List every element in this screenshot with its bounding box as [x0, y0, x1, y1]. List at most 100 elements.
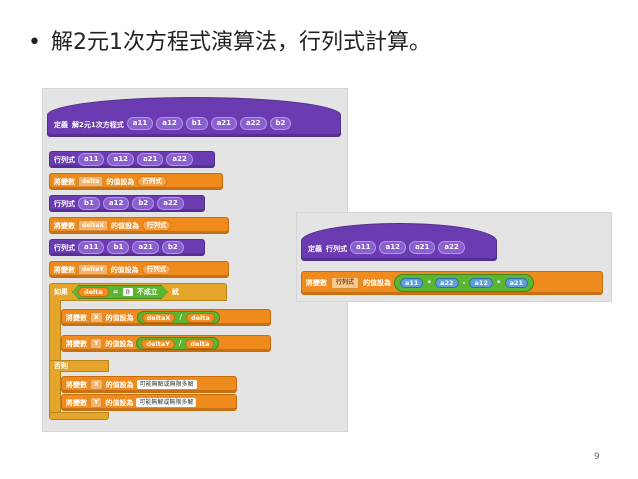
- divide-symbol: /: [179, 313, 182, 321]
- arg-a11[interactable]: a11: [78, 241, 105, 254]
- arg-a22[interactable]: a22: [157, 197, 184, 210]
- page-number: 9: [594, 452, 600, 462]
- call-determinant-block[interactable]: 行列式 b1 a12 b2 a22: [49, 195, 205, 212]
- if-else-left-arm-bottom: [49, 371, 61, 413]
- variable-dropdown[interactable]: Y: [90, 397, 103, 408]
- call-determinant-block[interactable]: 行列式 a11 a12 a21 a22: [49, 151, 215, 168]
- call-determinant-block[interactable]: 行列式 a11 b1 a21 b2: [49, 239, 205, 256]
- divide-operator[interactable]: deltaY / delta: [136, 337, 220, 350]
- set-label: 將變數: [66, 380, 87, 389]
- text-input[interactable]: 可能無解或無限多解: [136, 398, 197, 407]
- param-a12[interactable]: a12: [156, 117, 183, 130]
- set-to-label: 的值設為: [110, 221, 139, 230]
- if-else-left-arm-top: [49, 300, 61, 360]
- equals-operator: =: [112, 288, 119, 296]
- variable-dropdown[interactable]: Y: [90, 338, 103, 349]
- arg-b2[interactable]: b2: [161, 241, 184, 254]
- set-variable-block[interactable]: 將變數 deltaX 的值設為 行列式: [49, 217, 229, 234]
- variable-dropdown[interactable]: 行列式: [331, 277, 360, 289]
- numerator-reporter[interactable]: deltaX: [141, 312, 176, 323]
- divide-operator[interactable]: deltaX / delta: [136, 311, 220, 324]
- determinant-label: 行列式: [54, 155, 75, 164]
- variable-dropdown[interactable]: deltaX: [78, 220, 108, 231]
- denominator-reporter[interactable]: delta: [185, 338, 215, 349]
- arg-a21[interactable]: a21: [136, 153, 164, 166]
- set-variable-block[interactable]: 將變數 X 的值設為 deltaX / delta: [61, 309, 271, 326]
- set-to-label: 的值設為: [363, 279, 392, 287]
- set-label: 將變數: [66, 313, 87, 322]
- arg-b2[interactable]: b2: [132, 197, 155, 210]
- param-b1[interactable]: b1: [185, 117, 208, 130]
- set-label: 將變數: [306, 279, 327, 287]
- set-variable-block[interactable]: 將變數 delta 的值設為 行列式: [49, 173, 223, 190]
- value-reporter[interactable]: 行列式: [141, 220, 172, 231]
- param-a11[interactable]: a11: [350, 241, 377, 254]
- define-hat-block[interactable]: 定義 解2元1次方程式 a11 a12 b1 a21 a22 b2: [47, 97, 341, 137]
- if-label: 如果: [54, 288, 68, 296]
- variable-dropdown[interactable]: delta: [78, 176, 104, 187]
- right-script-panel: 定義 行列式 a11 a12 a21 a22 將變數 行列式 的值設為 a11 …: [296, 212, 612, 302]
- define-hat-block[interactable]: 定義 行列式 a11 a12 a21 a22: [301, 223, 497, 261]
- not-label: 不成立: [136, 288, 158, 296]
- param-a21[interactable]: a21: [210, 117, 238, 130]
- arg-a22[interactable]: a22: [166, 153, 193, 166]
- divide-symbol: /: [178, 339, 182, 347]
- set-to-label: 的值設為: [110, 265, 139, 274]
- param-a22[interactable]: a22: [438, 241, 465, 254]
- a22-reporter[interactable]: a22: [435, 278, 459, 288]
- define-name: 行列式: [326, 245, 347, 253]
- param-b2[interactable]: b2: [269, 117, 292, 130]
- define-name: 解2元1次方程式: [72, 121, 124, 129]
- delta-reporter[interactable]: delta: [78, 287, 109, 297]
- value-reporter[interactable]: 行列式: [137, 176, 167, 187]
- set-to-label: 的值設為: [105, 398, 134, 407]
- value-reporter[interactable]: 行列式: [141, 264, 172, 275]
- set-label: 將變數: [54, 221, 75, 230]
- variable-dropdown[interactable]: X: [90, 379, 103, 390]
- set-label: 將變數: [66, 339, 87, 348]
- multiply-symbol: *: [496, 278, 501, 287]
- set-variable-block[interactable]: 將變數 deltaY 的值設為 行列式: [49, 261, 229, 278]
- minus-symbol: -: [462, 278, 466, 287]
- set-variable-block[interactable]: 將變數 Y 的值設為 deltaY / delta: [61, 335, 271, 352]
- arg-a21[interactable]: a21: [132, 241, 159, 254]
- numerator-reporter[interactable]: deltaY: [141, 338, 175, 349]
- else-label: 否則: [54, 362, 68, 370]
- arithmetic-expression[interactable]: a11 * a22 - a12 * a21: [394, 274, 535, 292]
- set-label: 將變數: [54, 177, 75, 186]
- set-variable-block[interactable]: 將變數 行列式 的值設為 a11 * a22 - a12 * a21: [301, 271, 603, 295]
- a21-reporter[interactable]: a21: [504, 278, 529, 288]
- bullet-glyph: •: [28, 30, 41, 55]
- arg-b1[interactable]: b1: [107, 241, 130, 254]
- a12-reporter[interactable]: a12: [469, 278, 493, 288]
- define-label: 定義: [54, 121, 68, 129]
- if-else-footer: [49, 412, 109, 420]
- determinant-label: 行列式: [54, 243, 75, 252]
- variable-dropdown[interactable]: X: [90, 312, 103, 323]
- then-label: 就: [171, 288, 179, 296]
- param-a21[interactable]: a21: [408, 241, 436, 254]
- variable-dropdown[interactable]: deltaY: [78, 264, 108, 275]
- set-label: 將變數: [66, 398, 87, 407]
- set-to-label: 的值設為: [105, 313, 134, 322]
- arg-a12[interactable]: a12: [102, 197, 130, 210]
- a11-reporter[interactable]: a11: [400, 278, 424, 288]
- set-to-label: 的值設為: [105, 339, 134, 348]
- set-variable-block[interactable]: 將變數 X 的值設為 可能無解或無限多解: [61, 376, 237, 393]
- set-to-label: 的值設為: [105, 380, 134, 389]
- arg-a12[interactable]: a12: [107, 153, 134, 166]
- set-label: 將變數: [54, 265, 75, 274]
- param-a11[interactable]: a11: [126, 117, 154, 130]
- if-else-header[interactable]: 如果 delta = 0 不成立 就: [49, 283, 227, 301]
- denominator-reporter[interactable]: delta: [186, 312, 215, 323]
- set-variable-block[interactable]: 將變數 Y 的值設為 可能無解或無限多解: [61, 394, 237, 411]
- zero-input[interactable]: 0: [123, 288, 133, 296]
- text-input[interactable]: 可能無解或無限多解: [136, 380, 197, 389]
- arg-a11[interactable]: a11: [78, 153, 105, 166]
- else-divider: 否則: [49, 360, 109, 372]
- param-a12[interactable]: a12: [379, 241, 406, 254]
- not-condition[interactable]: delta = 0 不成立: [72, 285, 168, 299]
- arg-b1[interactable]: b1: [78, 197, 100, 210]
- param-a22[interactable]: a22: [240, 117, 267, 130]
- determinant-label: 行列式: [54, 199, 75, 208]
